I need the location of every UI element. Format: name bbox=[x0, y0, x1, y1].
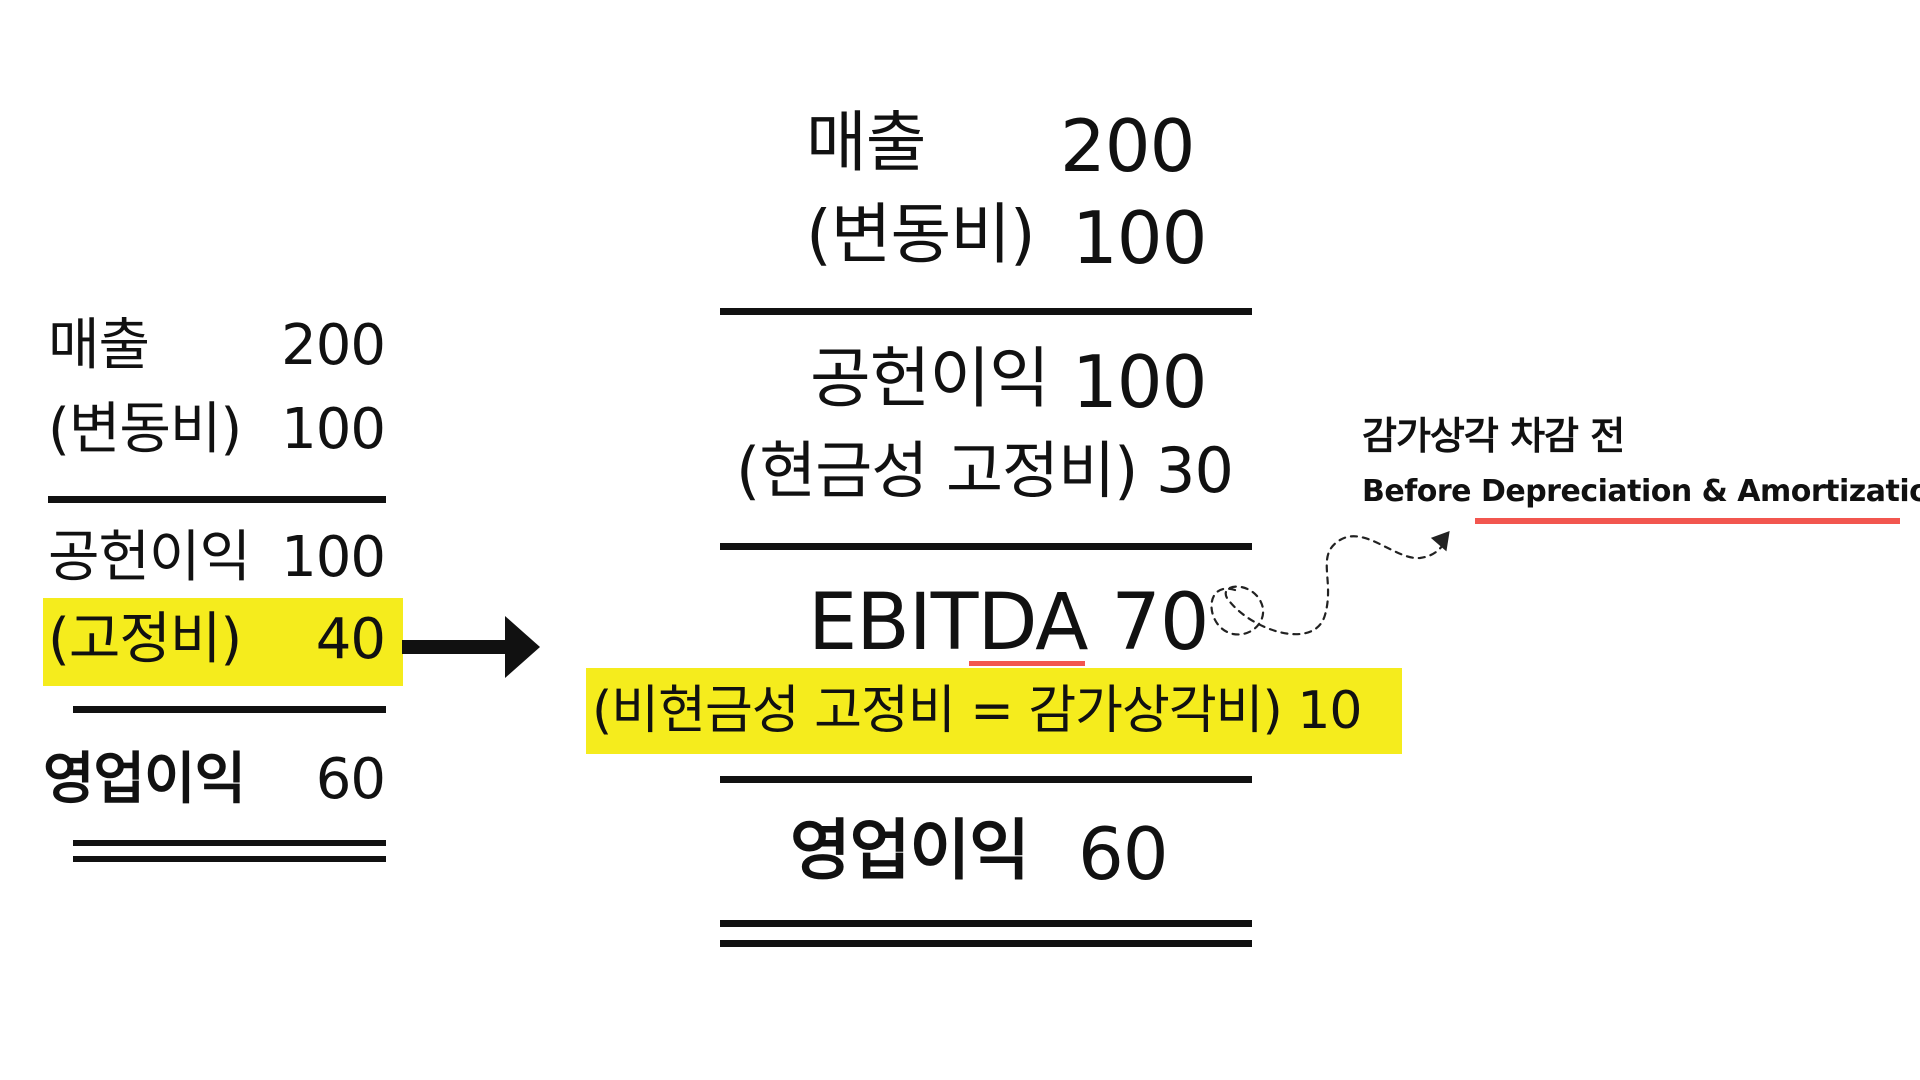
center-variable-cost-label: (변동비) bbox=[806, 196, 1036, 273]
annotation-korean: 감가상각 차감 전 bbox=[1362, 414, 1625, 458]
dashed-curved-arrow-icon bbox=[1210, 531, 1450, 636]
left-variable-cost-value: 100 bbox=[281, 397, 386, 462]
left-revenue-label: 매출 bbox=[48, 313, 150, 378]
left-variable-cost-label: (변동비) bbox=[48, 397, 242, 462]
left-divider-2 bbox=[73, 706, 386, 713]
center-divider-2 bbox=[720, 543, 1252, 550]
center-non-cash-fixed-cost: (비현금성 고정비 = 감가상각비) 10 bbox=[592, 681, 1363, 741]
center-operating-income-label: 영업이익 bbox=[790, 812, 1030, 889]
center-revenue-value: 200 bbox=[1060, 104, 1195, 188]
left-revenue-value: 200 bbox=[281, 313, 386, 378]
annotation-underline bbox=[1475, 518, 1900, 524]
left-double-rule-bottom bbox=[73, 856, 386, 862]
fixed-cost-highlight bbox=[43, 598, 403, 686]
left-operating-income-value: 60 bbox=[315, 747, 386, 812]
center-variable-cost-value: 100 bbox=[1072, 196, 1207, 280]
ebitda-da-underline bbox=[969, 661, 1085, 666]
non-cash-highlight bbox=[586, 668, 1402, 754]
annotation-english: Before Depreciation & Amortization bbox=[1362, 474, 1920, 509]
center-cash-fixed-cost: (현금성 고정비) 30 bbox=[736, 434, 1234, 507]
left-operating-income-label: 영업이익 bbox=[43, 747, 246, 812]
center-contribution-value: 100 bbox=[1072, 340, 1207, 424]
left-double-rule-top bbox=[73, 840, 386, 846]
left-fixed-cost-label: (고정비) bbox=[48, 607, 242, 672]
center-divider-3 bbox=[720, 776, 1252, 783]
center-contribution-label: 공헌이익 bbox=[810, 340, 1050, 417]
center-double-rule-top bbox=[720, 920, 1252, 927]
center-revenue-label: 매출 bbox=[806, 104, 926, 181]
center-ebitda: EBITDA 70 bbox=[808, 578, 1210, 668]
left-fixed-cost-value: 40 bbox=[315, 607, 386, 672]
center-operating-income-value: 60 bbox=[1078, 812, 1169, 896]
right-arrow-icon bbox=[402, 616, 540, 678]
center-double-rule-bottom bbox=[720, 940, 1252, 947]
left-contribution-value: 100 bbox=[281, 525, 386, 590]
left-contribution-label: 공헌이익 bbox=[48, 525, 251, 590]
left-divider-1 bbox=[48, 496, 386, 503]
center-divider-1 bbox=[720, 308, 1252, 315]
